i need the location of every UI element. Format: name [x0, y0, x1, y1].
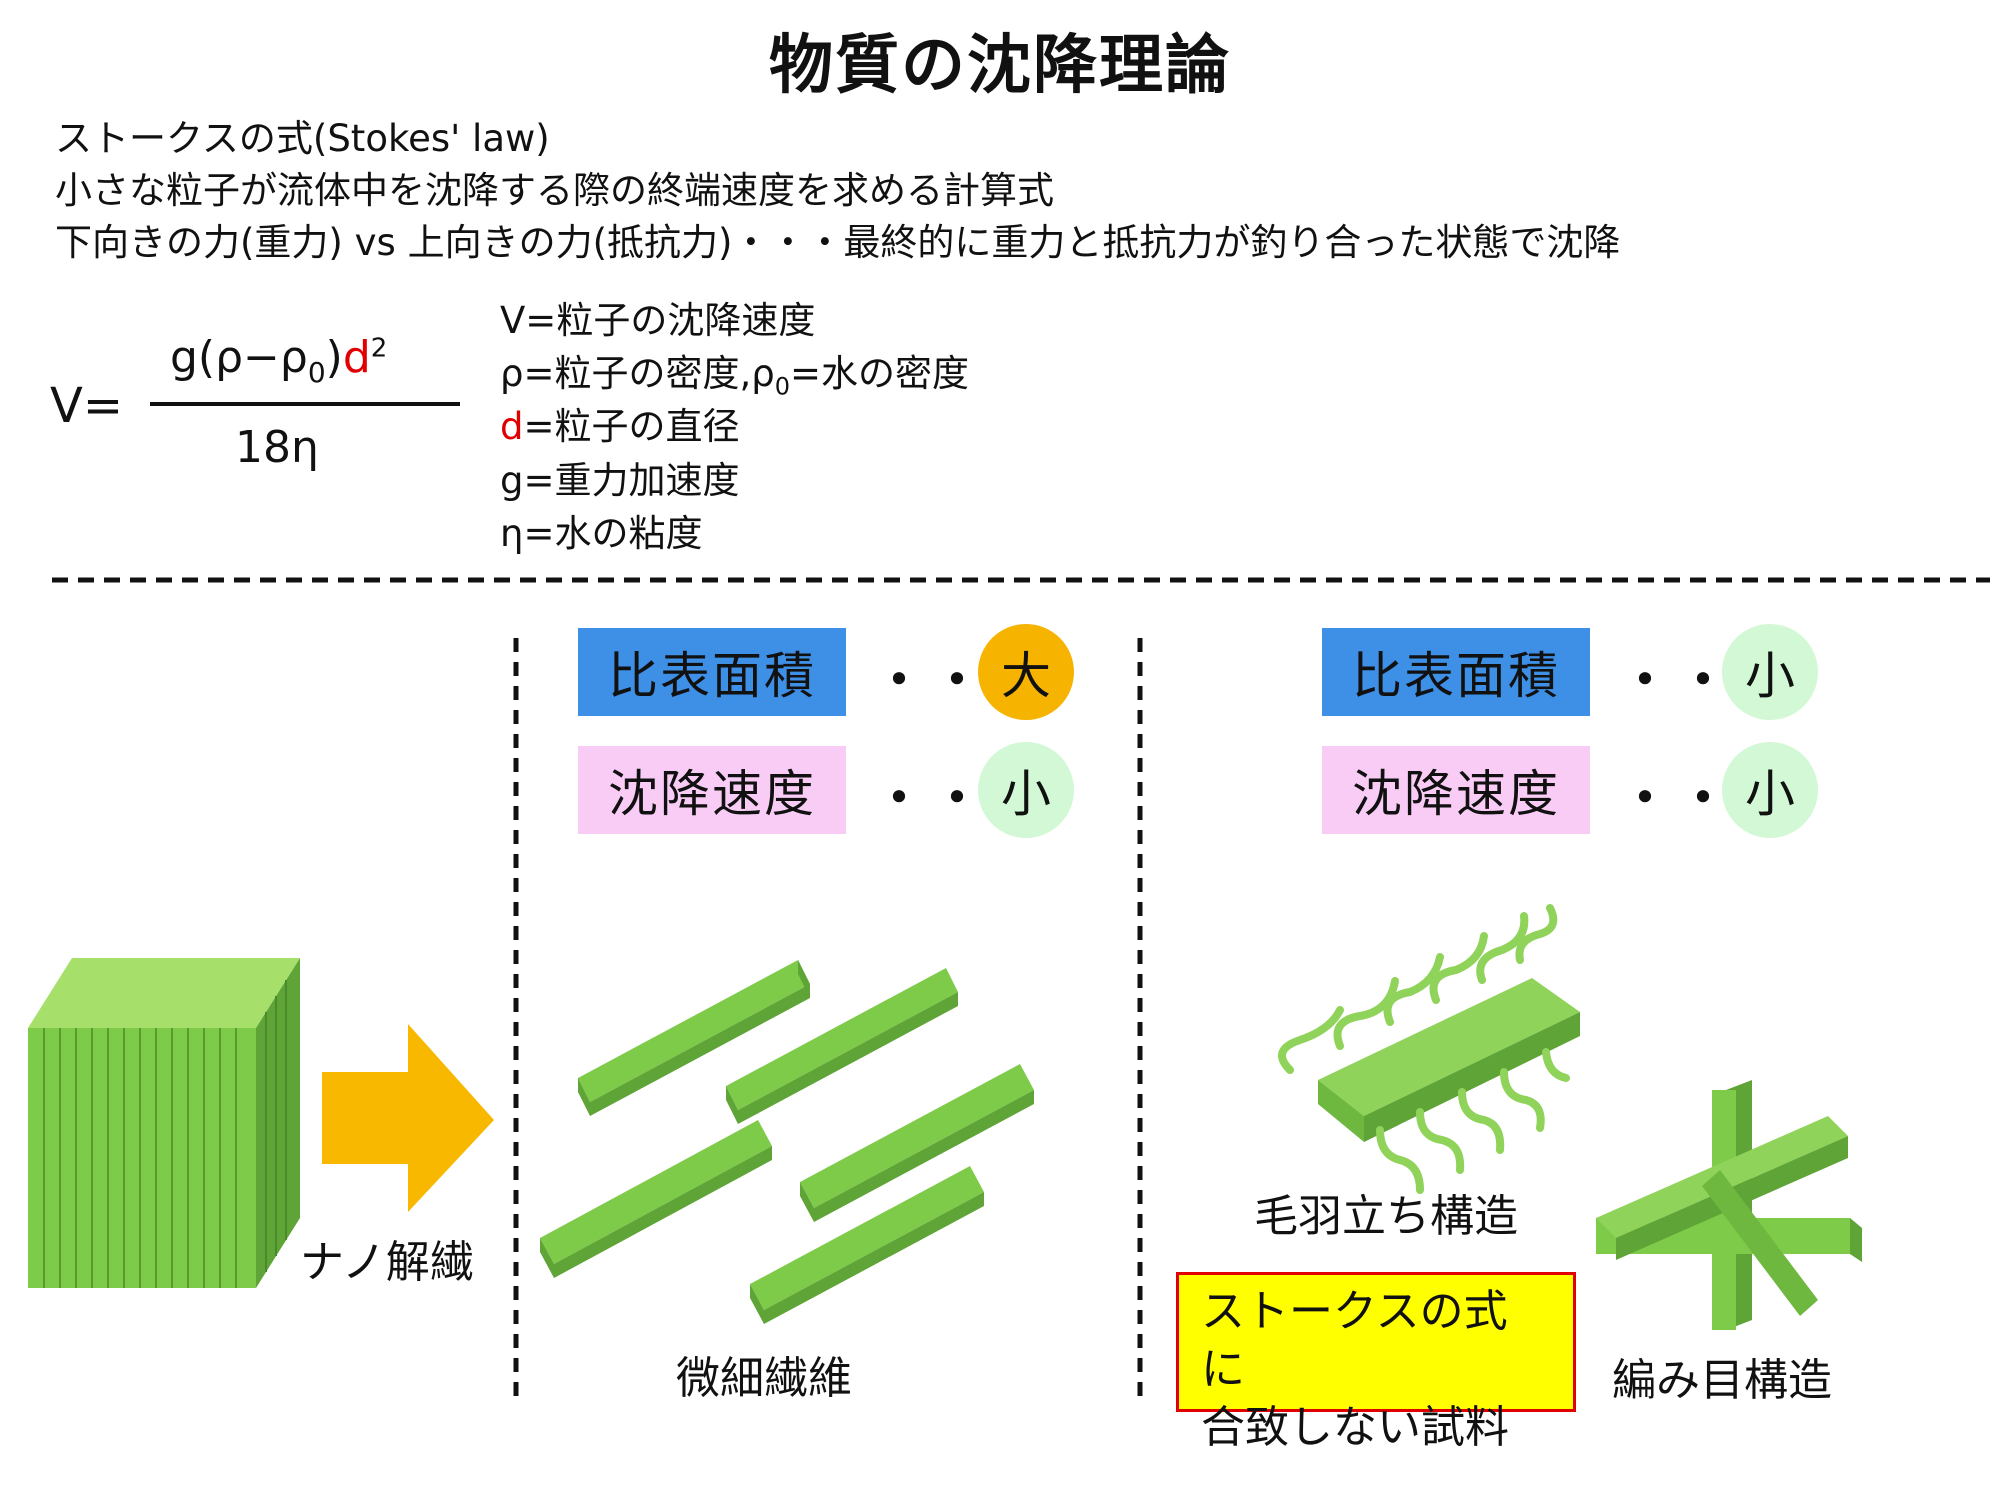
specific-surface-label-right: 比表面積	[1322, 628, 1590, 716]
cellulose-block-icon	[28, 958, 300, 1288]
microfiber-icon	[540, 960, 1034, 1324]
intro-line-1: ストークスの式(Stokes' law)	[55, 117, 550, 160]
formula-lhs: V=	[50, 378, 124, 434]
numerator-main: g(ρ−ρ	[170, 332, 308, 383]
numerator-d: d	[342, 332, 371, 383]
speed-value-small-right: 小	[1722, 742, 1818, 838]
hairy-structure-caption: 毛羽立ち構造	[1254, 1191, 1518, 1242]
numerator-sub: 0	[307, 355, 326, 389]
formula-denominator: 18η	[235, 422, 319, 473]
stokes-formula: V= g(ρ−ρ0)d2 18η	[40, 330, 480, 480]
mesh-structure-icon	[1596, 1080, 1862, 1330]
surface-value-small: 小	[1722, 624, 1818, 720]
numerator-exp: 2	[370, 333, 388, 364]
speed-value-small-left: 小	[978, 742, 1074, 838]
def-density-sub: 0	[774, 372, 791, 401]
formula-numerator: g(ρ−ρ0)d2	[170, 332, 387, 389]
note-line-2: 合致しない試料	[1201, 1402, 1509, 1453]
hairy-fiber-icon	[1278, 904, 1580, 1194]
def-gravity: g=重力加速度	[500, 459, 740, 502]
stokes-exception-note: ストークスの式に 合致しない試料	[1176, 1272, 1576, 1453]
settling-speed-label-left: 沈降速度	[578, 746, 846, 834]
def-velocity: V=粒子の沈降速度	[500, 299, 816, 342]
specific-surface-label-left: 比表面積	[578, 628, 846, 716]
mesh-structure-caption: 編み目構造	[1612, 1355, 1832, 1406]
def-density: ρ=粒子の密度,ρ0=水の密度	[500, 343, 969, 400]
intro-line-2: 小さな粒子が流体中を沈降する際の終端速度を求める計算式	[55, 169, 1054, 212]
fraction-bar	[150, 402, 460, 406]
process-arrow-icon	[322, 1024, 494, 1212]
settling-speed-label-right: 沈降速度	[1322, 746, 1590, 834]
def-diameter: d=粒子の直径	[500, 396, 740, 450]
def-diameter-symbol: d	[500, 405, 524, 448]
def-diameter-text: =粒子の直径	[523, 405, 740, 448]
def-density-water: =水の密度	[790, 352, 970, 395]
def-viscosity: η=水の粘度	[500, 512, 703, 555]
nano-fibrillation-label: ナノ解繊	[300, 1237, 474, 1288]
microfiber-caption: 微細繊維	[676, 1353, 852, 1404]
surface-value-large: 大	[978, 624, 1074, 720]
page-title: 物質の沈降理論	[769, 29, 1231, 103]
note-line-1: ストークスの式に	[1201, 1286, 1508, 1395]
intro-line-3: 下向きの力(重力) vs 上向きの力(抵抗力)・・・最終的に重力と抵抗力が釣り合…	[55, 221, 1621, 264]
numerator-close: )	[325, 332, 343, 383]
def-density-rho: ρ=粒子の密度,ρ	[500, 352, 775, 395]
